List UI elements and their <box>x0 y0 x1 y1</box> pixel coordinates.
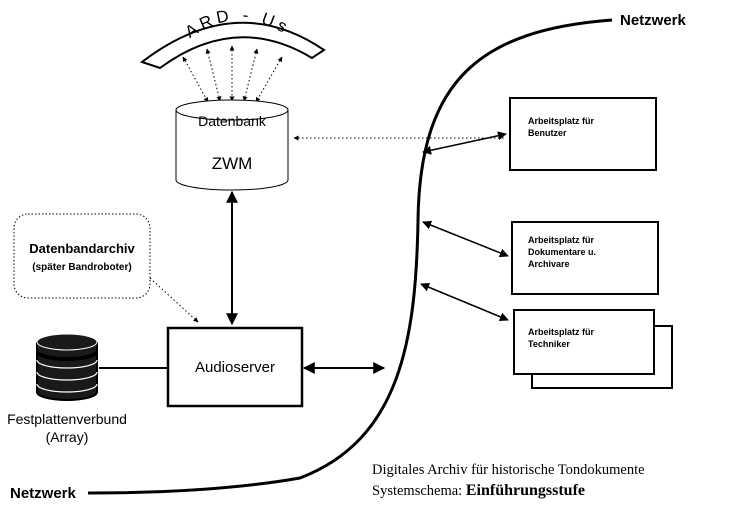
zwm-label: ZWM <box>212 154 253 173</box>
tape-to-audioserver-link <box>149 277 199 323</box>
disk-array-icon: Festplattenverbund (Array) <box>7 333 127 445</box>
workstation-technicians: Arbeitsplatz für Techniker <box>513 309 673 389</box>
caption: Digitales Archiv für historische Tondoku… <box>372 462 645 499</box>
workstation-label: Arbeitsplatz für <box>528 327 595 337</box>
workstation-label: Dokumentare u. <box>528 247 596 257</box>
database-label: Datenbank <box>198 113 267 129</box>
workstation-documentalists: Arbeitsplatz für Dokumentare u. Archivar… <box>511 221 659 295</box>
workstation-label: Archivare <box>528 259 570 269</box>
caption-stage: Einführungsstufe <box>466 482 585 499</box>
user-to-db-links <box>182 45 283 103</box>
workstation-users: Arbeitsplatz für Benutzer <box>509 97 657 171</box>
network-workstation-links <box>420 131 509 322</box>
network-backbone <box>87 18 613 495</box>
audioserver-label: Audioserver <box>195 359 275 376</box>
network-bottom-label: Netzwerk <box>10 485 77 502</box>
disk-array-label: Festplattenverbund <box>7 411 127 427</box>
network-top-label: Netzwerk <box>620 12 687 29</box>
database-cylinder: Datenbank ZWM <box>175 99 289 191</box>
caption-subtitle: Systemschema: Einführungsstufe <box>372 482 585 499</box>
tape-archive-title: Datenbandarchiv <box>29 241 135 256</box>
audioserver-box: Audioserver <box>166 326 304 408</box>
caption-title: Digitales Archiv für historische Tondoku… <box>372 462 645 478</box>
tape-archive-subtitle: (später Bandroboter) <box>32 262 131 273</box>
disk-array-sublabel: (Array) <box>46 429 89 445</box>
tape-archive-box: Datenbandarchiv (später Bandroboter) <box>13 213 151 299</box>
workstation-label: Arbeitsplatz für <box>528 116 595 126</box>
workstation-label: Techniker <box>528 339 570 349</box>
caption-prefix: Systemschema: <box>372 483 466 499</box>
ard-user-arc: ARD - User <box>0 0 326 70</box>
workstation-label: Arbeitsplatz für <box>528 235 595 245</box>
workstation-label: Benutzer <box>528 128 567 138</box>
